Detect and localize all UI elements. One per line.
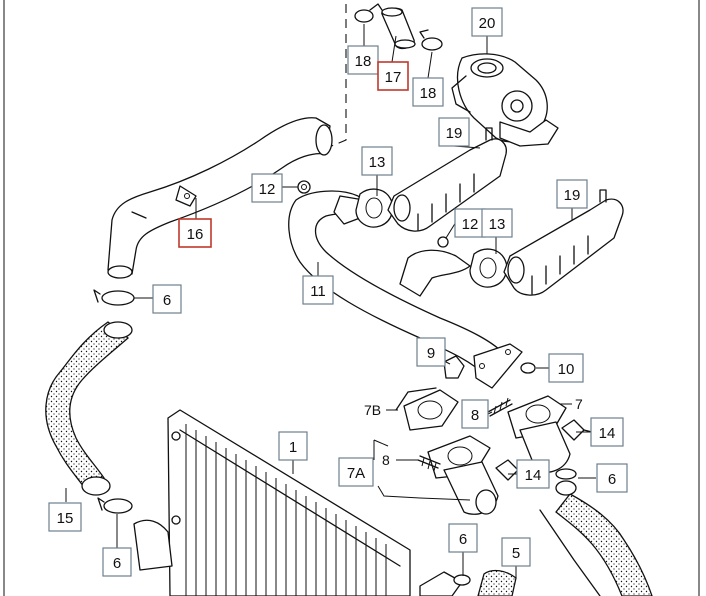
callout-13-lower[interactable]: 13: [481, 208, 513, 238]
callout-14-lower-label: 14: [525, 467, 542, 484]
callout-14-lower[interactable]: 14: [516, 459, 550, 489]
sensor-upper: [561, 419, 593, 441]
callout-13-lower-label: 13: [489, 216, 506, 233]
callout-19-lower-label: 19: [564, 187, 581, 204]
label-8: 8: [382, 452, 390, 468]
callout-9-label: 9: [427, 345, 435, 362]
callout-19-upper[interactable]: 19: [438, 117, 470, 147]
connecting-pipe: [381, 7, 416, 50]
callout-14-upper[interactable]: 14: [590, 417, 624, 447]
callout-12-lower[interactable]: 12: [454, 208, 486, 238]
callout-6-upper-left[interactable]: 6: [152, 284, 182, 314]
label-7: 7: [575, 396, 583, 412]
stud-lower: [417, 455, 441, 472]
leader-18b: [427, 51, 433, 79]
callout-15[interactable]: 15: [48, 502, 82, 532]
intake-manifold-upper: [387, 127, 507, 232]
bolt-upper: [297, 180, 311, 194]
callout-13-upper-label: 13: [369, 154, 386, 171]
callout-6-right-label: 6: [608, 471, 616, 488]
hose-clamp-left-top: [93, 289, 135, 306]
callout-5[interactable]: 5: [501, 537, 531, 567]
callout-11-label: 11: [310, 283, 326, 300]
hose-right-edge-line: [539, 509, 601, 596]
nut: [443, 355, 465, 379]
bolt-lower: [437, 236, 449, 248]
callout-17-label: 17: [385, 69, 402, 86]
charge-air-hose-right: [555, 480, 653, 596]
callout-20[interactable]: 20: [471, 7, 503, 37]
turbocharger: [451, 53, 559, 147]
callout-6-lower-left-label: 6: [113, 555, 121, 572]
callout-1-label: 1: [289, 439, 297, 456]
callout-6-bottom[interactable]: 6: [448, 523, 478, 553]
sensor-lower: [495, 459, 519, 481]
leader-12b: [445, 221, 457, 239]
callout-9[interactable]: 9: [416, 337, 446, 367]
callout-6-lower-left[interactable]: 6: [102, 547, 132, 577]
callout-5-label: 5: [512, 545, 520, 562]
callout-19-lower[interactable]: 19: [556, 179, 588, 209]
callout-14-upper-label: 14: [599, 425, 616, 442]
callout-8-upper-label: 8: [471, 407, 479, 424]
callout-10[interactable]: 10: [548, 353, 584, 383]
leader-17: [391, 35, 397, 63]
charge-air-hose-left: [45, 321, 133, 496]
callout-18-right-label: 18: [420, 85, 437, 102]
charge-air-pipe-upper: [107, 117, 333, 279]
washer: [520, 362, 536, 374]
hose-clamp-upper-left: [354, 3, 383, 23]
callout-12-upper[interactable]: 12: [251, 173, 283, 203]
leader-8a: [487, 411, 493, 415]
flange-7a: [427, 435, 499, 515]
callout-17[interactable]: 17: [377, 61, 409, 91]
gasket-right: [469, 248, 508, 288]
callout-6-upper-left-label: 6: [163, 292, 171, 309]
callout-10-label: 10: [558, 361, 575, 378]
intercooler: [133, 409, 411, 596]
callout-16[interactable]: 16: [178, 218, 212, 248]
callout-8-upper[interactable]: 8: [461, 399, 489, 429]
hose-clamp-upper-right: [419, 29, 443, 51]
callout-6-bottom-label: 6: [459, 531, 467, 548]
callout-12-upper-label: 12: [259, 181, 276, 198]
hose-clamp-left-bottom: [97, 497, 133, 514]
callout-6-right[interactable]: 6: [596, 463, 628, 493]
callout-1[interactable]: 1: [278, 431, 308, 461]
callout-18-right[interactable]: 18: [412, 77, 444, 107]
label-7b: 7B: [364, 402, 381, 418]
callout-7a[interactable]: 7A: [338, 457, 374, 487]
callout-15-label: 15: [57, 510, 74, 527]
callout-20-label: 20: [479, 15, 496, 32]
leader-7a: [373, 439, 471, 501]
callout-18-left[interactable]: 18: [347, 45, 379, 75]
callout-16-label: 16: [187, 226, 204, 243]
callout-12-lower-label: 12: [462, 216, 479, 233]
stud-upper: [487, 397, 513, 417]
callout-11[interactable]: 11: [302, 275, 334, 305]
callout-18-left-label: 18: [355, 53, 372, 70]
callout-19-upper-label: 19: [446, 125, 463, 142]
hose-bottom-fragment: [419, 569, 517, 596]
flange-7b: [395, 387, 459, 431]
callout-7a-label: 7A: [347, 465, 365, 482]
gasket-left: [355, 188, 394, 228]
hose-clamp-right: [555, 468, 577, 480]
callout-13-upper[interactable]: 13: [361, 146, 393, 176]
intake-manifold-lower: [503, 189, 624, 296]
